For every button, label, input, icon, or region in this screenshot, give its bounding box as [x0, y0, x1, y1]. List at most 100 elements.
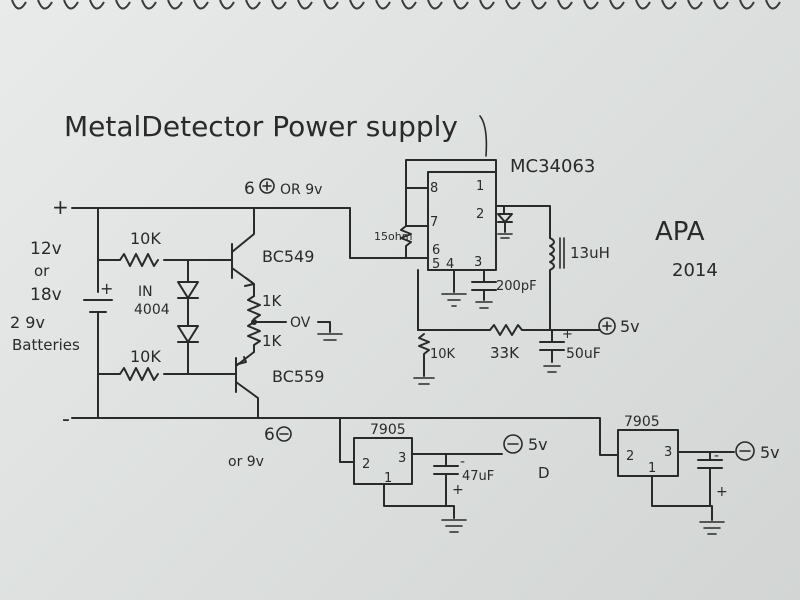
catch-diode-ground-icon — [497, 233, 513, 239]
reg-left-cap — [433, 453, 459, 507]
ov-ground-icon — [317, 333, 343, 341]
reg-left-cap-plus: + — [452, 482, 464, 498]
negative-rail — [71, 417, 619, 456]
reg-right-pin3: 3 — [664, 445, 672, 460]
pin4-ground-icon — [441, 293, 467, 307]
ov-ground-wire — [317, 321, 331, 333]
battery-word: Batteries — [12, 336, 80, 354]
neg-rail-minus-circle — [276, 426, 292, 442]
page-title: MetalDetector Power supply — [64, 110, 458, 143]
resistor-10k-bottom-label: 10K — [130, 347, 161, 366]
title-flourish — [479, 115, 488, 157]
reg-left-minus-circle — [503, 434, 523, 454]
reg-left-pin1: 1 — [384, 471, 392, 486]
npn-collector — [231, 207, 255, 253]
reg-right-cap — [697, 451, 723, 507]
ic-pin1: 1 — [476, 179, 484, 194]
resistor-1k-top — [247, 295, 261, 323]
out-pos-label: 5v — [620, 317, 640, 336]
resistor-sense — [400, 225, 412, 259]
resistor-10k-fb — [418, 333, 430, 377]
ic-pin4: 4 — [446, 257, 454, 272]
ic-pin7: 7 — [430, 215, 438, 230]
pnp-arrow — [237, 356, 247, 365]
ic-pin8: 8 — [430, 181, 438, 196]
author-label: APA — [655, 217, 705, 247]
cap-output-label: 50uF — [566, 346, 601, 362]
reg-left-extra: D — [538, 464, 550, 482]
resistor-10k-bottom — [119, 367, 159, 381]
battery-count: 2 9v — [10, 313, 45, 332]
neg-rail-suffix: or 9v — [228, 454, 264, 470]
reg-left-part: 7905 — [370, 422, 406, 438]
npn-label: BC549 — [262, 247, 314, 266]
diode-type-1: IN — [138, 284, 153, 300]
cap-timing — [471, 269, 497, 301]
reg-left-cap-minus: - — [460, 454, 465, 470]
battery-cell-plus: + — [100, 279, 113, 298]
neg-rail-voltage: 6 — [264, 425, 275, 445]
reg-left-pin3: 3 — [398, 451, 406, 466]
reg-left-ground-icon — [441, 519, 467, 533]
reg-right-minus-circle — [735, 441, 755, 461]
inductor-label: 13uH — [570, 244, 610, 262]
wire-pin8-pin1 — [405, 159, 497, 189]
year-label: 2014 — [672, 260, 718, 281]
battery-voltage-2: 18v — [30, 285, 62, 305]
inductor — [549, 237, 555, 331]
out-pos-plus-circle — [598, 317, 616, 335]
cap-timing-ground-icon — [475, 301, 493, 309]
pos-rail-plus-sign — [262, 181, 272, 191]
resistor-33k-label: 33K — [490, 344, 520, 362]
rail-plus-sign: + — [52, 195, 69, 219]
npn-arrow — [244, 277, 255, 287]
cap-output-plus: + — [562, 327, 573, 342]
pos-rail-suffix: OR 9v — [280, 182, 322, 198]
cap-output — [539, 329, 565, 363]
reg-right-cap-minus: - — [714, 448, 719, 464]
resistor-33k — [489, 324, 601, 336]
cap-timing-label: 200pF — [496, 279, 537, 294]
pnp-label: BC559 — [272, 367, 324, 386]
reg-left-cap-label: 47uF — [462, 469, 494, 484]
reg-right-pin1: 1 — [648, 461, 656, 476]
resistor-1k-bottom-label: 1K — [262, 332, 283, 350]
spiral-binding — [11, 0, 781, 10]
reg-left-out-label: 5v — [528, 435, 548, 454]
battery-voltage-1: 12v — [30, 239, 62, 259]
ic-pin3: 3 — [474, 255, 482, 270]
resistor-10k-fb-label: 10K — [430, 347, 456, 362]
reg-left-pin2: 2 — [362, 457, 370, 472]
reg-right-part: 7905 — [624, 414, 660, 430]
ic-label: MC34063 — [510, 156, 595, 177]
resistor-1k-top-label: 1K — [262, 292, 283, 310]
resistor-1k-bottom — [247, 321, 261, 353]
ic-pin5: 5 — [432, 257, 440, 272]
fb-ground-icon — [413, 377, 435, 385]
rail-minus-sign: - — [62, 407, 70, 432]
resistor-10k-top-label: 10K — [130, 229, 161, 248]
out-pos-plus-sign — [602, 321, 612, 331]
diode-type-2: 4004 — [134, 302, 170, 318]
reg-right-gnd-wire — [651, 475, 713, 521]
resistor-10k-top — [119, 253, 159, 267]
resistor-sense-label: 15ohm — [374, 230, 412, 243]
ic-mc34063 — [427, 171, 497, 271]
wire-pin2 — [495, 205, 551, 239]
pos-rail-plus-circle — [259, 178, 275, 194]
reg-right-pin2: 2 — [626, 449, 634, 464]
inductor-core — [559, 237, 565, 269]
ov-label: OV — [290, 315, 311, 331]
catch-diode — [497, 205, 513, 233]
reg-right-cap-plus: + — [716, 484, 728, 500]
ic-pin6: 6 — [432, 243, 440, 258]
pnp-collector — [235, 381, 259, 419]
ic-pin2: 2 — [476, 207, 484, 222]
wire-to-pin6 — [349, 207, 429, 259]
battery-or: or — [34, 262, 50, 280]
reg-left-input-wire — [339, 417, 355, 463]
cap-output-ground-icon — [543, 365, 561, 373]
diode-2 — [177, 325, 199, 343]
